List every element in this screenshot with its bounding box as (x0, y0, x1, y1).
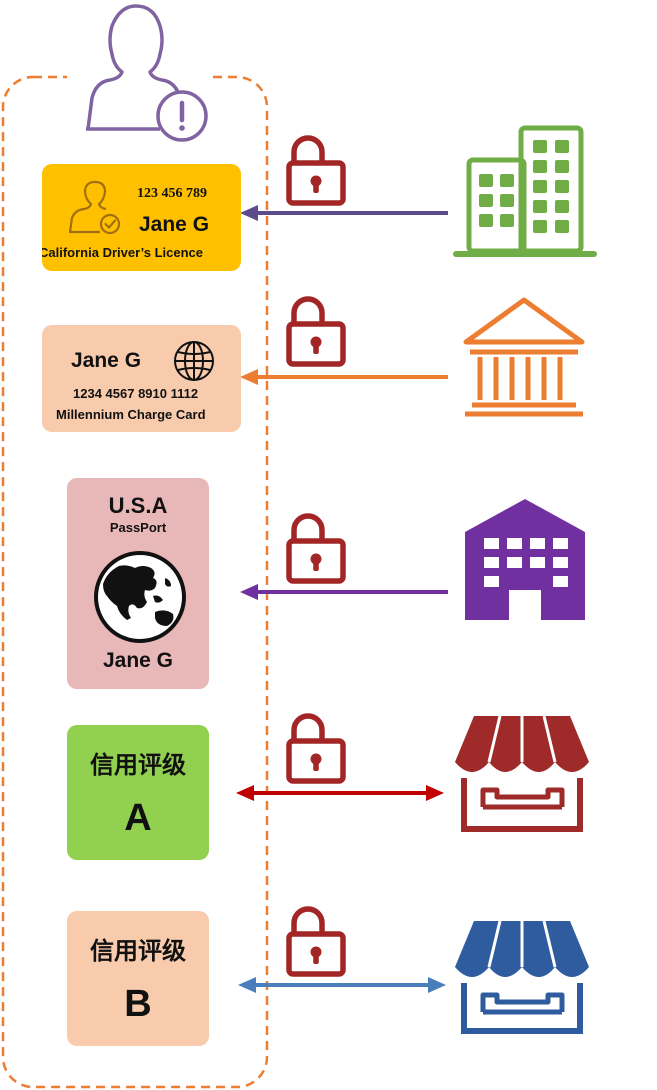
verified-user-icon (68, 180, 121, 235)
office-buildings-icon (453, 125, 597, 257)
unlocked-padlock-icon (289, 138, 343, 203)
credit-rating-title: 信用评级 (90, 938, 186, 965)
storefront-icon (455, 715, 589, 832)
arrow-store-a (236, 785, 444, 801)
arrow-bank (240, 369, 448, 385)
charge-card-number: 1234 4567 8910 1112 (73, 386, 199, 401)
user-alert-icon (67, 0, 209, 142)
drivers-license-card: 123 456 789 Jane G California Driver’s L… (42, 164, 241, 271)
credit-rating-grade: B (124, 983, 152, 1025)
passport-card: U.S.A PassPort Jane G (67, 478, 209, 689)
credit-rating-grade: A (124, 797, 152, 839)
unlocked-padlock-icon (289, 299, 343, 364)
charge-card-subtitle: Millennium Charge Card (56, 407, 206, 422)
passport-name: Jane G (102, 649, 174, 672)
credit-rating-a-card: 信用评级 A (67, 725, 209, 860)
unlocked-padlock-icon (289, 516, 343, 581)
bank-icon (463, 297, 585, 417)
government-building-icon (465, 499, 585, 620)
charge-card-name: Jane G (71, 349, 142, 372)
unlocked-padlock-icon (289, 909, 343, 974)
license-name: Jane G (139, 213, 210, 236)
charge-card: Jane G 1234 4567 8910 1112 Millennium Ch… (42, 325, 241, 432)
credit-rating-b-card: 信用评级 B (67, 911, 209, 1046)
passport-country: U.S.A (108, 493, 168, 518)
storefront-icon (455, 920, 589, 1034)
passport-label: PassPort (109, 520, 167, 535)
license-number: 123 456 789 (137, 186, 207, 201)
arrow-government (240, 584, 448, 600)
arrow-store-b (238, 977, 446, 993)
wallet-boundary (1, 75, 269, 1089)
world-globe-icon (94, 551, 186, 643)
unlocked-padlock-icon (289, 716, 343, 781)
credit-rating-title: 信用评级 (90, 752, 186, 779)
arrow-office (240, 205, 448, 221)
globe-icon (174, 341, 214, 381)
license-subtitle: California Driver’s Licence (42, 245, 204, 260)
